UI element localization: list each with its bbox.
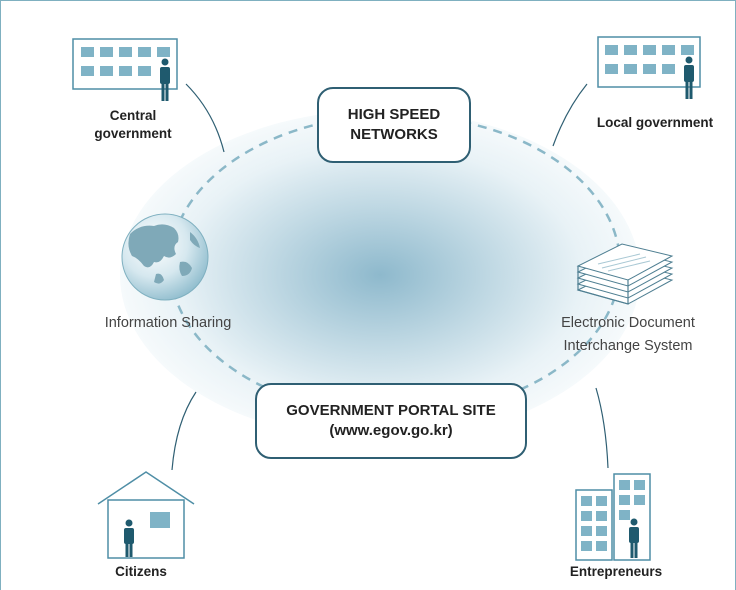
central-government-line1: Central: [109, 108, 157, 123]
networks-line1: HIGH SPEED: [347, 106, 441, 123]
central-government-building-icon: [72, 38, 178, 101]
central-government-line2: government: [94, 126, 172, 141]
government-portal-box: GOVERNMENT PORTAL SITE (www.egov.go.kr): [255, 383, 527, 459]
office-towers-icon: [575, 473, 651, 561]
networks-line2: NETWORKS: [350, 126, 438, 143]
local-government-building-icon: [597, 36, 701, 99]
information-sharing-label: Information Sharing: [104, 315, 232, 331]
connector-entrepreneurs: [595, 387, 609, 469]
frame-left-border: [0, 0, 1, 590]
entrepreneurs-label: Entrepreneurs: [569, 564, 663, 579]
citizens-label: Citizens: [115, 564, 167, 579]
house-icon: [97, 471, 195, 559]
documents-icon: [576, 243, 674, 305]
connector-local: [552, 83, 588, 147]
frame-top-border: [0, 0, 736, 1]
central-government-label: Central government: [78, 107, 188, 143]
person-icon: [629, 518, 639, 558]
local-government-label: Local government: [596, 115, 714, 130]
globe-icon: [121, 213, 209, 301]
edi-line2: Interchange System: [563, 338, 693, 354]
connector-central: [185, 83, 225, 153]
edi-line1: Electronic Document: [561, 315, 695, 331]
connector-citizens: [171, 391, 197, 471]
person-icon: [160, 58, 170, 101]
edi-system-label: Electronic Document Interchange System: [538, 312, 718, 358]
person-icon: [124, 519, 134, 557]
portal-line1: GOVERNMENT PORTAL SITE: [286, 402, 496, 419]
high-speed-networks-box: HIGH SPEED NETWORKS: [317, 87, 471, 163]
portal-line2: (www.egov.go.kr): [329, 422, 453, 439]
person-icon: [684, 56, 694, 99]
